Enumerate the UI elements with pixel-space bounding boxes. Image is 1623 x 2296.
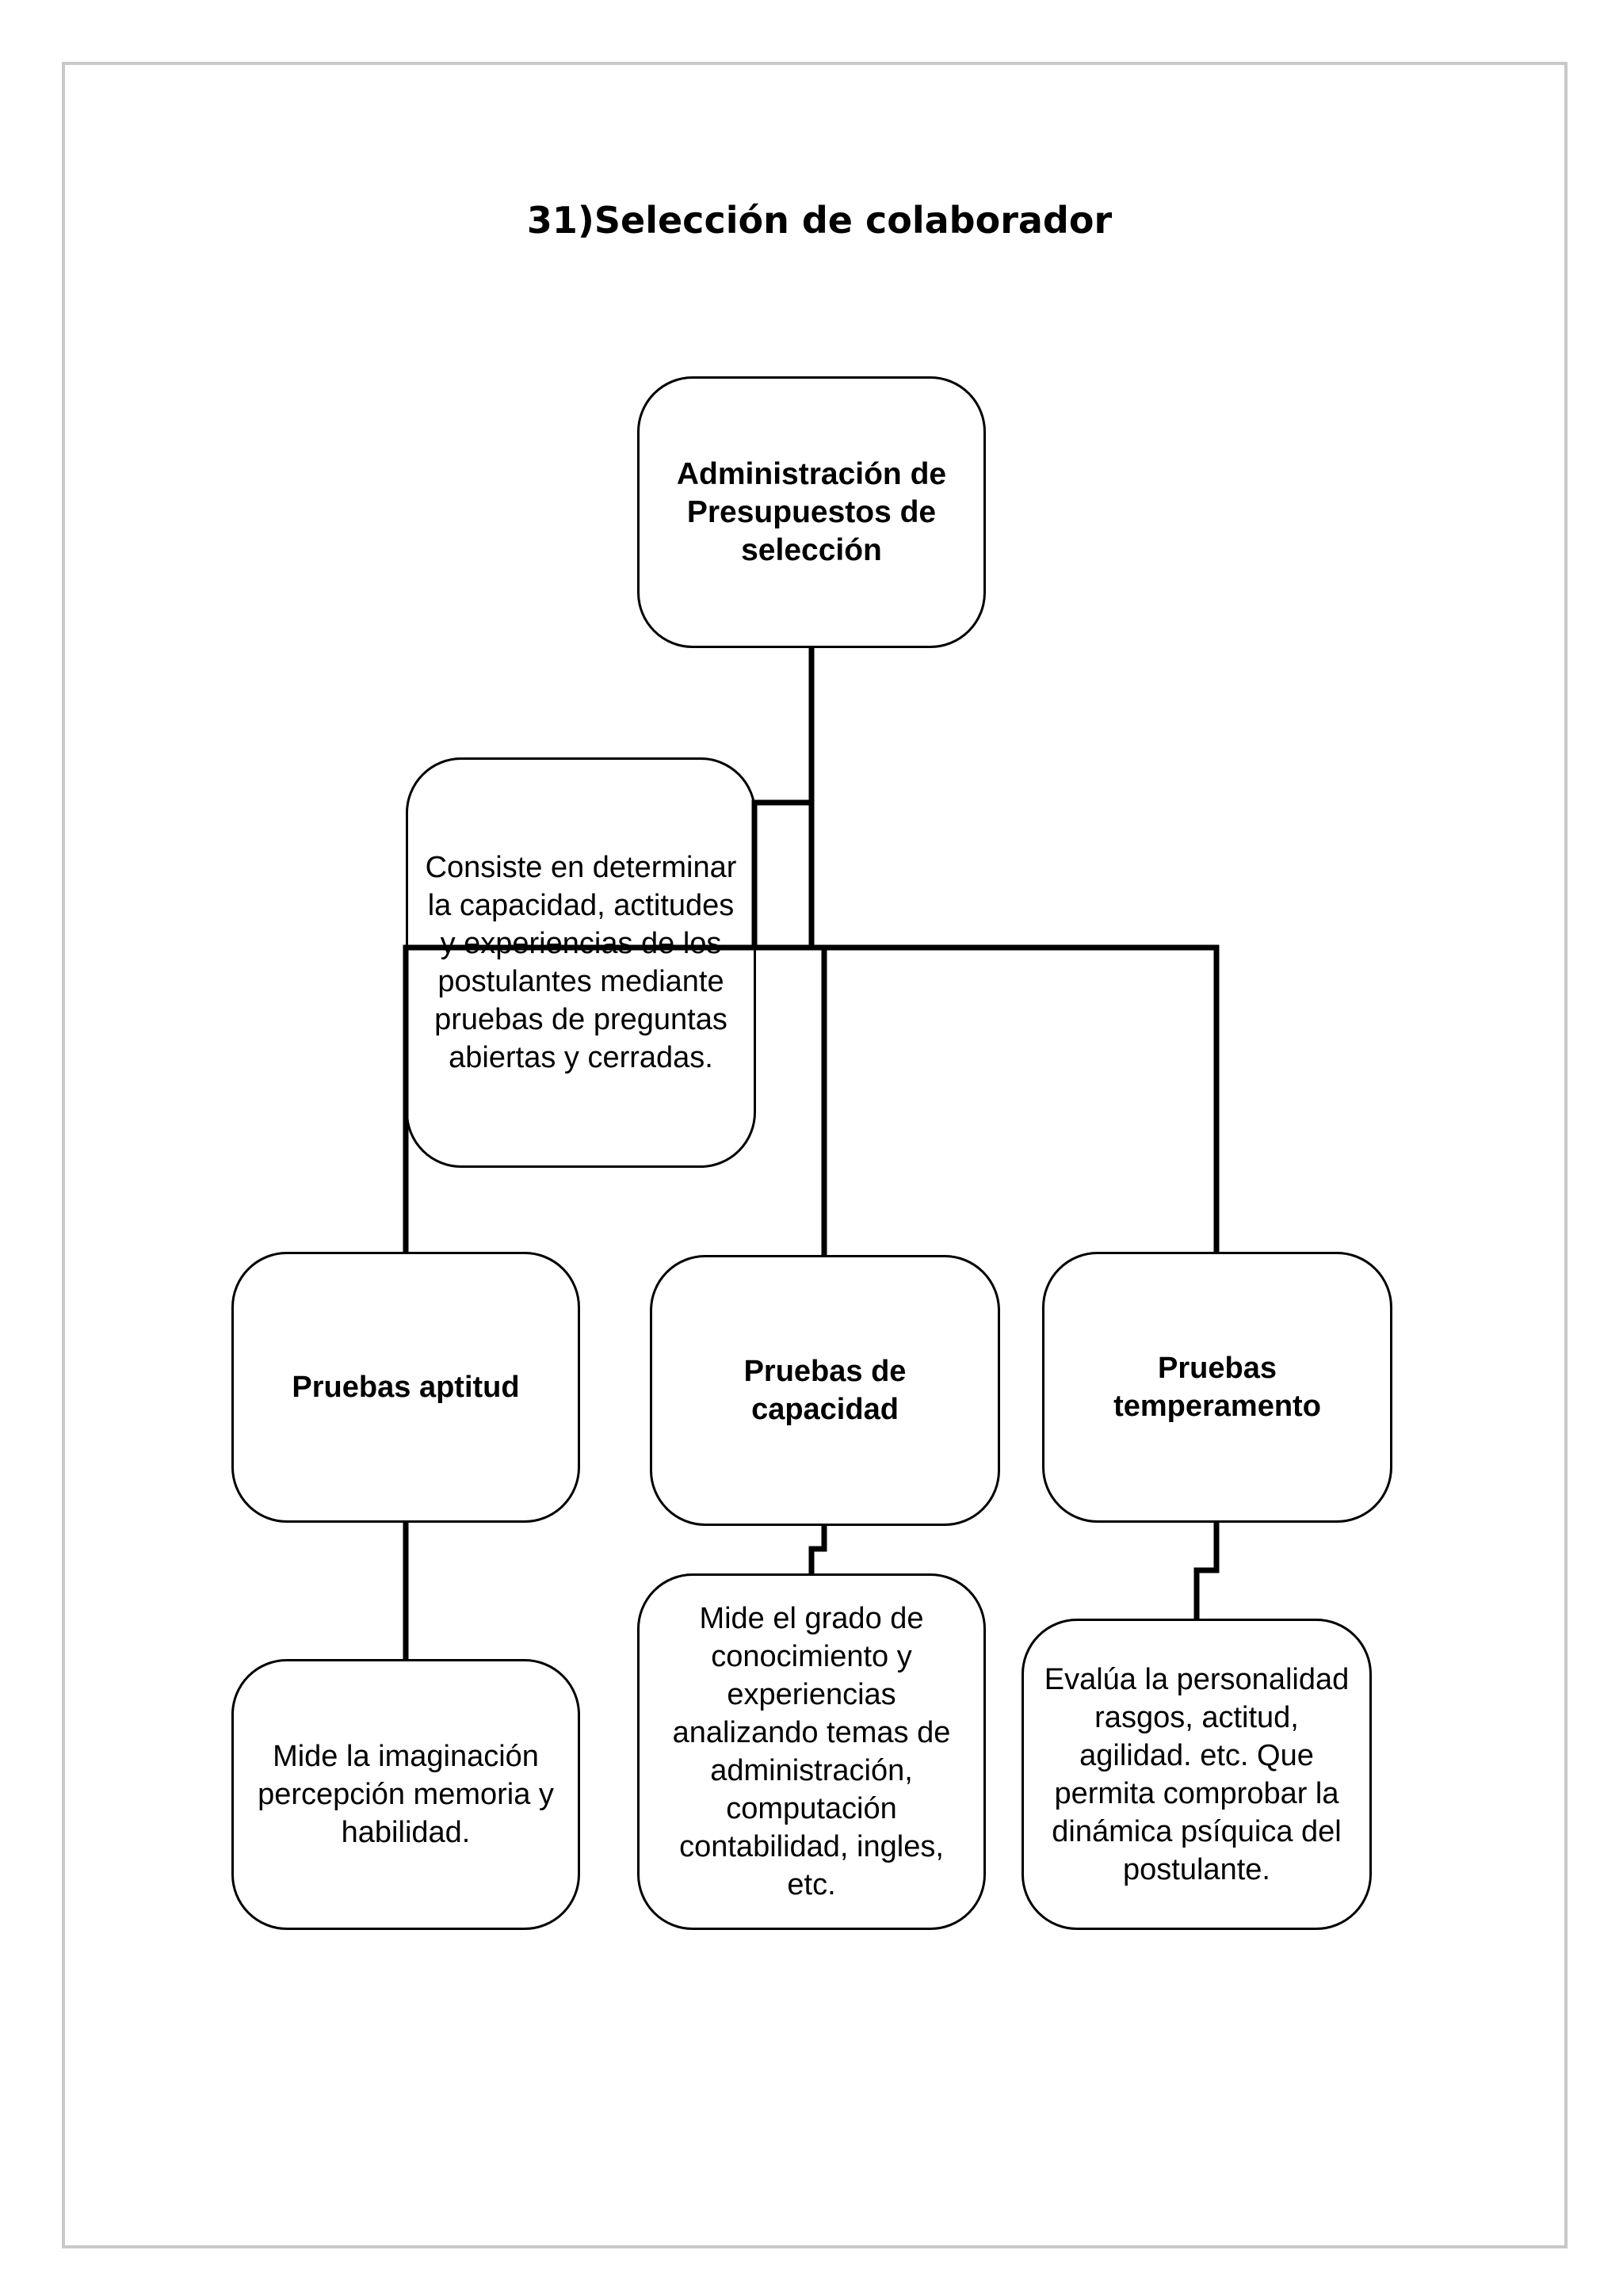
diagram-title: 31)Selección de colaborador: [526, 199, 1113, 242]
node-description: Consiste en determinar la capacidad, act…: [406, 757, 756, 1168]
connector-capacidad-detail: [808, 1523, 827, 1577]
node-aptitud: Pruebas aptitud: [231, 1252, 580, 1523]
node-root-label: Administración de Presupuestos de selecc…: [676, 456, 947, 567]
node-description-label: Consiste en determinar la capacidad, act…: [425, 851, 737, 1074]
node-capacidad: Pruebas de capacidad: [650, 1255, 1000, 1526]
node-capacidad-detail-label: Mide el grado de conocimiento y experien…: [672, 1602, 951, 1901]
node-capacidad-label: Pruebas de capacidad: [743, 1355, 907, 1426]
connector-temperamento-detail: [1193, 1520, 1220, 1622]
connector-description: [751, 799, 815, 951]
node-aptitud-detail-label: Mide la imaginación percepción memoria y…: [258, 1740, 554, 1849]
node-temperamento-detail-label: Evalúa la personalidad rasgos, actitud, …: [1044, 1662, 1350, 1886]
page-border: [62, 62, 1568, 2248]
node-aptitud-detail: Mide la imaginación percepción memoria y…: [231, 1659, 580, 1930]
node-temperamento: Pruebas temperamento: [1042, 1252, 1392, 1523]
node-temperamento-label: Pruebas temperamento: [1113, 1352, 1321, 1423]
node-aptitud-label: Pruebas aptitud: [292, 1371, 520, 1404]
node-temperamento-detail: Evalúa la personalidad rasgos, actitud, …: [1022, 1619, 1372, 1930]
node-capacidad-detail: Mide el grado de conocimiento y experien…: [637, 1573, 986, 1930]
node-root: Administración de Presupuestos de selecc…: [637, 376, 986, 648]
